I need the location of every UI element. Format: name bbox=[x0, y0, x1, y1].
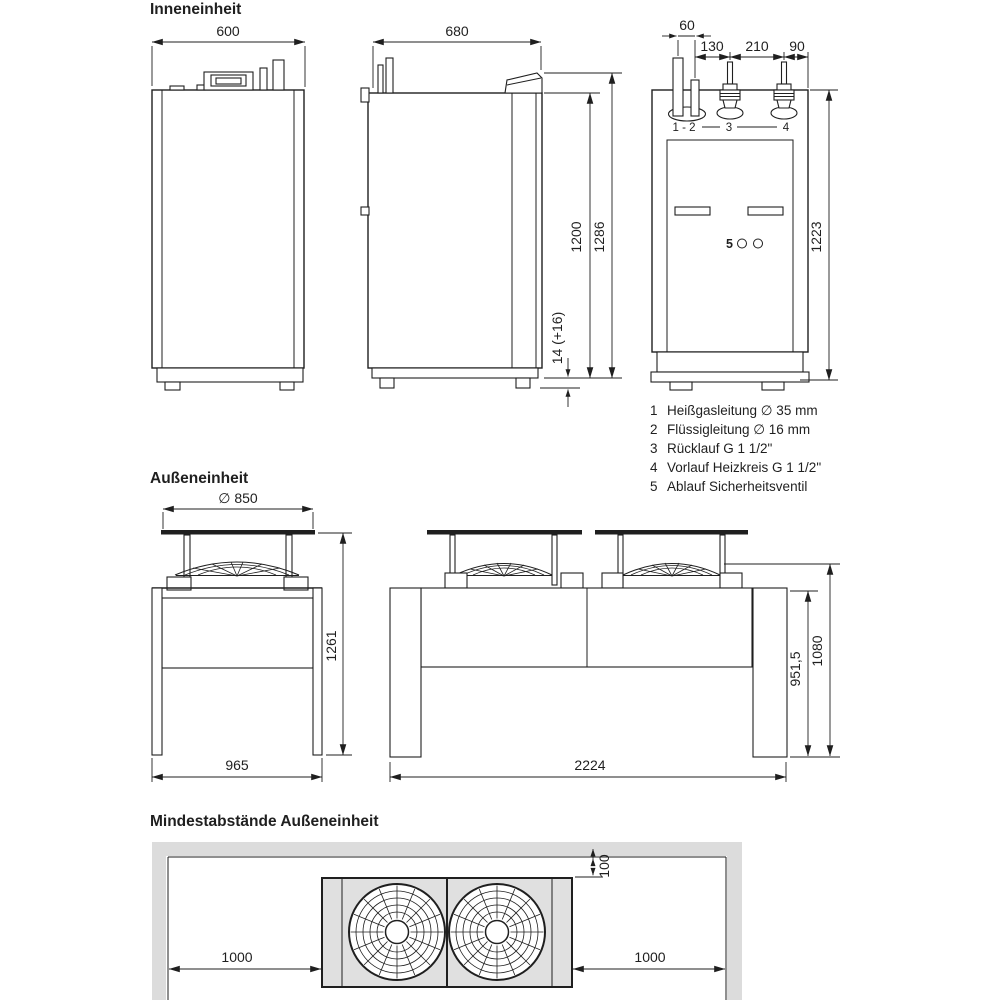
dim-label-850: ∅ 850 bbox=[218, 490, 258, 506]
pipe-stub bbox=[377, 64, 384, 94]
legend-text-1: Heißgasleitung ∅ 35 mm bbox=[667, 403, 818, 418]
legend-text-4: Vorlauf Heizkreis G 1 1/2" bbox=[667, 460, 821, 475]
legend-num-1: 1 bbox=[650, 403, 658, 418]
fan-dome bbox=[454, 562, 553, 577]
return-valve bbox=[716, 61, 744, 120]
dim-label-130: 130 bbox=[700, 38, 724, 54]
pipe-stub bbox=[259, 67, 268, 91]
plinth bbox=[371, 367, 539, 379]
legend-num-3: 3 bbox=[650, 441, 658, 456]
conn-label-1-2: 1 - 2 bbox=[672, 122, 695, 134]
fan-rim bbox=[560, 572, 584, 589]
foot bbox=[379, 377, 395, 389]
fan-right bbox=[448, 883, 546, 981]
hot-gas-pipe bbox=[672, 57, 684, 117]
dim-label-1000-left: 1000 bbox=[221, 949, 252, 965]
dim-label-680: 680 bbox=[445, 23, 469, 39]
conn-label-4: 4 bbox=[783, 122, 790, 134]
foot bbox=[164, 381, 181, 391]
outdoor-title: Außeneinheit bbox=[150, 470, 248, 487]
fan-rim bbox=[601, 572, 624, 589]
fan-top-plate bbox=[427, 530, 582, 535]
indoor-side-view: 680 1200 1286 14 (+16) bbox=[360, 23, 622, 407]
drain-outlet bbox=[753, 238, 763, 249]
legend-num-5: 5 bbox=[650, 479, 658, 494]
legend-text-5: Ablauf Sicherheitsventil bbox=[667, 479, 807, 494]
clearance-plan-view: 100 1000 1000 bbox=[152, 842, 742, 1000]
fan-left bbox=[348, 883, 446, 981]
fan-rim bbox=[719, 572, 743, 589]
dim-label-1080: 1080 bbox=[809, 635, 825, 666]
plinth bbox=[656, 351, 804, 373]
clearance-section: Mindestabstände Außeneinheit 100 1000 10… bbox=[150, 813, 742, 1000]
leg bbox=[389, 587, 422, 758]
foot bbox=[761, 381, 785, 391]
indoor-rear-view: 1 - 2 3 4 5 60 130 210 90 bbox=[650, 17, 838, 391]
fan-top-plate bbox=[595, 530, 748, 535]
dim-label-1000-right: 1000 bbox=[634, 949, 665, 965]
legend-text-3: Rücklauf G 1 1/2" bbox=[667, 441, 773, 456]
liquid-pipe bbox=[690, 79, 700, 117]
dim-label-210: 210 bbox=[745, 38, 769, 54]
foot bbox=[279, 381, 295, 391]
fan-dome bbox=[622, 562, 721, 577]
control-panel-tilted bbox=[504, 72, 543, 94]
dim-label-951-5: 951,5 bbox=[787, 651, 803, 686]
dim-label-965: 965 bbox=[225, 757, 249, 773]
fan-rim bbox=[166, 576, 192, 591]
indoor-legend: 1 Heißgasleitung ∅ 35 mm 2 Flüssigleitun… bbox=[650, 403, 821, 494]
fan-top-plate bbox=[161, 530, 315, 535]
indoor-front-body bbox=[151, 89, 305, 369]
outdoor-side-view: ∅ 850 bbox=[151, 490, 352, 782]
dim-label-100: 100 bbox=[596, 854, 612, 878]
foot bbox=[669, 381, 693, 391]
side-stub bbox=[360, 206, 370, 216]
fan-rim bbox=[283, 576, 309, 591]
fan-rim bbox=[444, 572, 468, 589]
dim-label-90: 90 bbox=[789, 38, 805, 54]
dim-label-60: 60 bbox=[679, 17, 695, 33]
indoor-side-body bbox=[367, 92, 543, 369]
indoor-front-view: 600 bbox=[151, 23, 306, 391]
pipe-stub bbox=[385, 57, 394, 94]
conn-label-3: 3 bbox=[726, 122, 732, 134]
leg bbox=[312, 587, 323, 756]
drain-outlet bbox=[737, 238, 747, 249]
vent-slot bbox=[674, 206, 711, 216]
base bbox=[650, 371, 810, 383]
dim-label-1200: 1200 bbox=[568, 221, 584, 252]
dim-label-1261: 1261 bbox=[323, 630, 339, 661]
conn-label-5: 5 bbox=[726, 237, 733, 251]
outdoor-section: Außeneinheit ∅ 850 bbox=[150, 470, 840, 782]
pipe-stub bbox=[272, 59, 285, 91]
dim-label-1286: 1286 bbox=[591, 221, 607, 252]
indoor-section: Inneneinheit 600 680 bbox=[150, 1, 838, 494]
indoor-rear-body bbox=[651, 89, 809, 353]
plinth bbox=[156, 367, 304, 383]
display bbox=[215, 77, 242, 85]
bracket bbox=[360, 87, 370, 103]
fan-dome bbox=[174, 561, 300, 577]
foot bbox=[515, 377, 531, 389]
dim-label-2224: 2224 bbox=[574, 757, 605, 773]
dim-label-600: 600 bbox=[216, 23, 240, 39]
legend-num-2: 2 bbox=[650, 422, 658, 437]
coil-box bbox=[161, 597, 314, 669]
dim-label-1223: 1223 bbox=[808, 221, 824, 252]
legend-num-4: 4 bbox=[650, 460, 658, 475]
fan-post bbox=[551, 534, 558, 586]
legend-text-2: Flüssigleitung ∅ 16 mm bbox=[667, 422, 810, 437]
leg bbox=[752, 587, 788, 758]
vent-slot bbox=[747, 206, 784, 216]
flow-valve bbox=[770, 61, 798, 120]
dim-label-foot: 14 (+16) bbox=[549, 312, 565, 365]
outdoor-front-view: 2224 951,5 1080 bbox=[389, 530, 840, 782]
clearance-title: Mindestabstände Außeneinheit bbox=[150, 813, 379, 830]
indoor-title: Inneneinheit bbox=[150, 1, 241, 18]
leg bbox=[151, 587, 163, 756]
